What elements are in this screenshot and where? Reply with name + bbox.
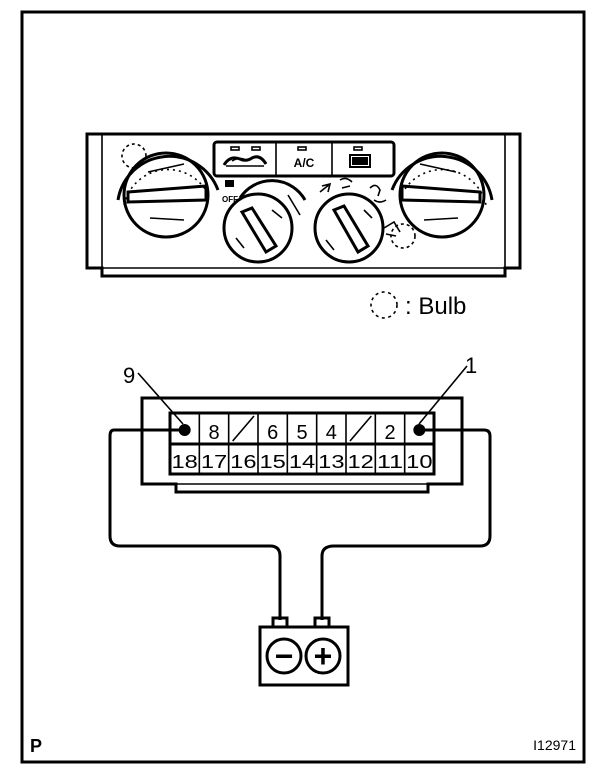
lead-wire-right	[320, 428, 492, 620]
air-intake-knob[interactable]	[383, 151, 494, 249]
pin-label-18: 18	[172, 452, 198, 472]
pin-label-6: 6	[267, 422, 278, 444]
pin-callout-right: 1	[465, 353, 477, 378]
pin-label-15: 15	[260, 452, 286, 472]
bulb-legend-icon	[370, 291, 398, 319]
temperature-knob[interactable]	[116, 143, 220, 239]
panel-bezel-outer	[85, 132, 522, 278]
panel-bezel-inner	[101, 134, 506, 269]
recirculation-switch[interactable]	[222, 146, 268, 167]
lead-wire-left	[108, 428, 282, 620]
test-leads	[108, 428, 492, 620]
pin-label-2: 2	[384, 422, 395, 444]
battery-positive-circle	[304, 637, 342, 675]
empty-pin-slash	[349, 415, 372, 442]
corner-mark: P	[30, 736, 42, 756]
battery: − +	[258, 616, 350, 687]
pin-label-5: 5	[296, 422, 307, 444]
battery-negative-symbol: −	[275, 638, 294, 674]
figure-frame	[20, 10, 586, 764]
recirculation-icon	[222, 155, 268, 167]
mode-icons	[319, 177, 387, 203]
bulb-legend-text: : Bulb	[405, 293, 466, 320]
pin-label-10: 10	[406, 452, 432, 472]
switch-strip	[212, 140, 396, 178]
rear-defogger-icon	[349, 154, 371, 168]
bulb-legend: : Bulb	[370, 291, 466, 320]
pin-label-14: 14	[289, 452, 315, 472]
empty-pin-slash	[232, 415, 255, 442]
heater-control-panel: A/C OFF	[85, 132, 522, 278]
rear-defogger-switch[interactable]	[349, 146, 371, 168]
pin-callout-left: 9	[123, 363, 135, 388]
pin-label-11: 11	[377, 452, 403, 472]
mode-selector-knob[interactable]	[313, 177, 387, 264]
off-label: OFF	[222, 195, 238, 204]
ac-switch[interactable]: A/C	[294, 146, 315, 170]
battery-positive-symbol: +	[314, 638, 333, 674]
pin-label-8: 8	[208, 422, 219, 444]
pin-label-16: 16	[230, 452, 256, 472]
fan-speed-knob[interactable]: OFF	[222, 179, 307, 264]
figure-code: I12971	[533, 737, 576, 753]
battery-body	[258, 625, 350, 687]
ac-label: A/C	[294, 156, 315, 170]
pin-label-13: 13	[318, 452, 344, 472]
battery-negative-circle	[265, 637, 303, 675]
fan-icon	[225, 180, 234, 187]
pin-label-12: 12	[348, 452, 374, 472]
bulb-location-right	[390, 223, 416, 249]
pin-label-4: 4	[326, 422, 337, 444]
pin-label-17: 17	[201, 452, 227, 472]
